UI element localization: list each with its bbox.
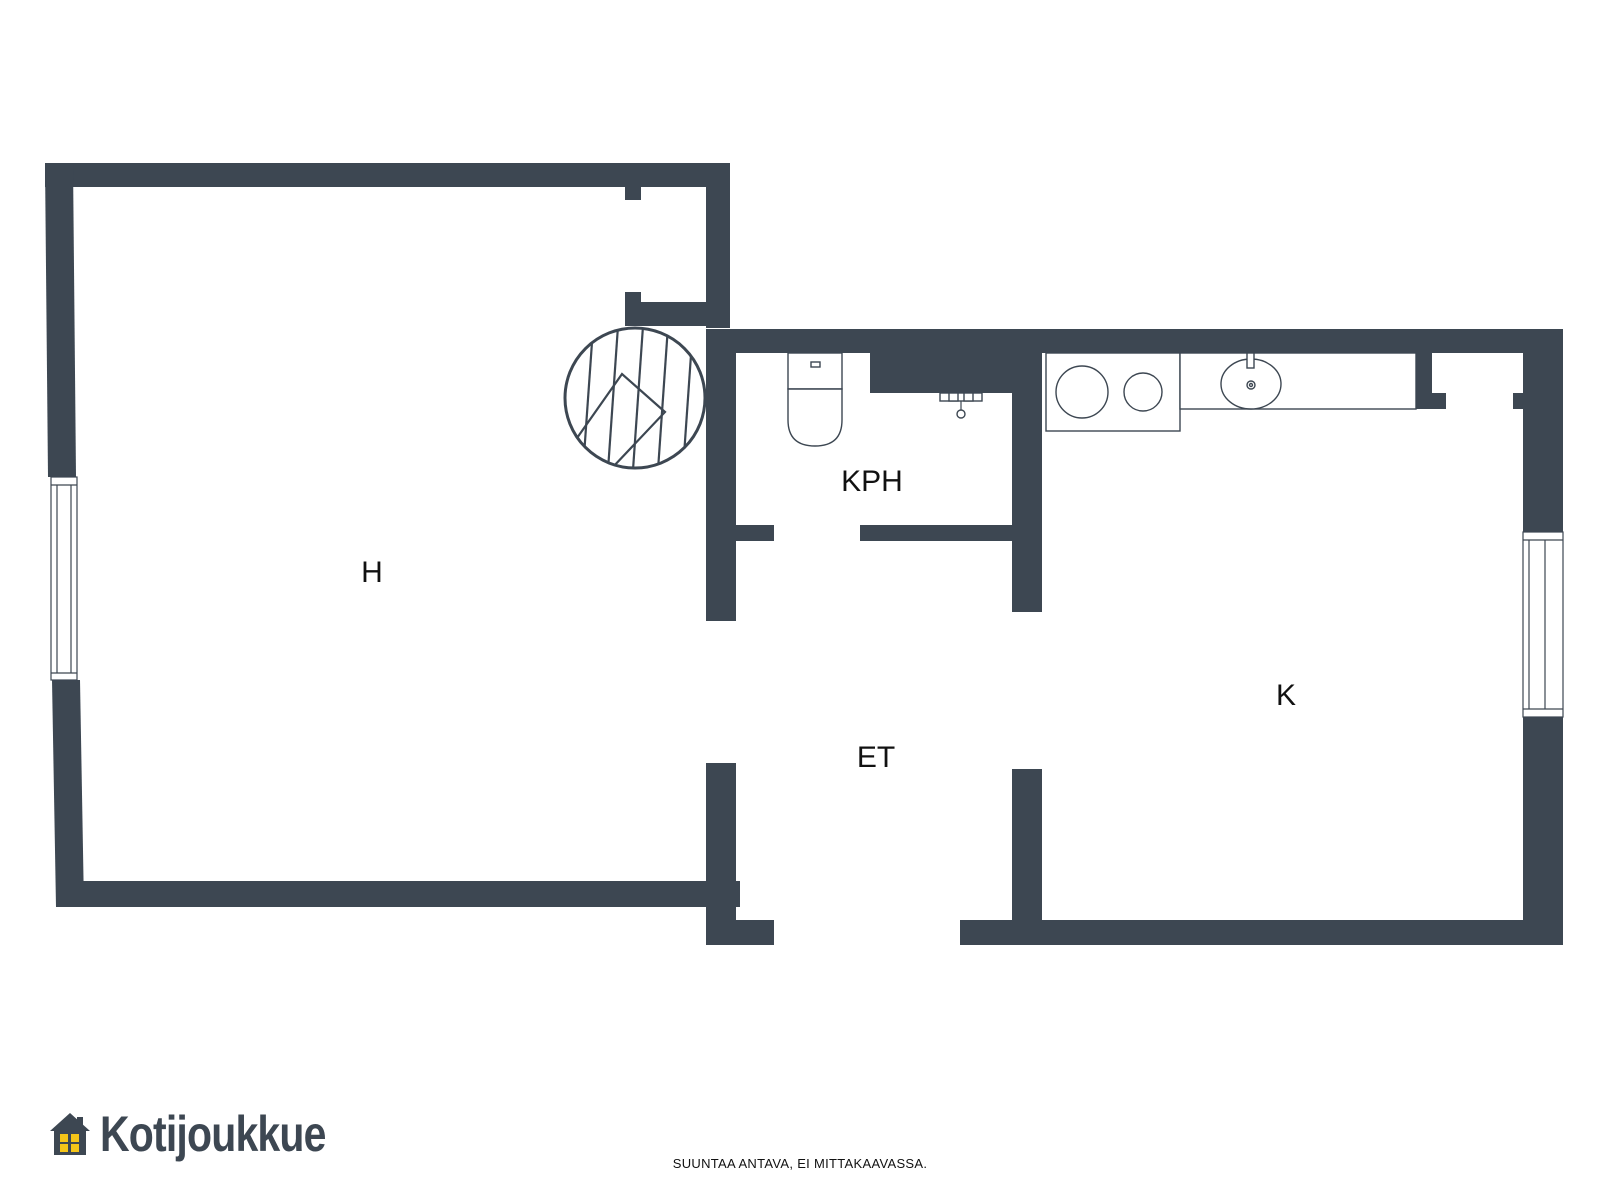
room-label-et: ET <box>857 741 895 774</box>
shower-tap-icon <box>939 392 983 419</box>
stove-icon <box>1045 352 1181 432</box>
window-left <box>50 476 78 681</box>
brand-name: Kotijoukkue <box>100 1106 326 1162</box>
house-icon <box>50 1113 90 1155</box>
toilet-icon <box>787 352 843 447</box>
room-label-kph: KPH <box>841 465 903 498</box>
room-h-walls <box>45 163 740 907</box>
room-k-walls <box>1012 329 1563 945</box>
window-right <box>1522 531 1564 718</box>
disclaimer-text: SUUNTAA ANTAVA, EI MITTAKAAVASSA. <box>672 1156 928 1171</box>
room-label-k: K <box>1276 679 1296 712</box>
room-label-h: H <box>361 556 383 589</box>
brand-logo: Kotijoukkue <box>48 1104 375 1164</box>
fireplace-icon <box>563 326 707 470</box>
kitchen-sink-icon <box>1179 352 1417 410</box>
